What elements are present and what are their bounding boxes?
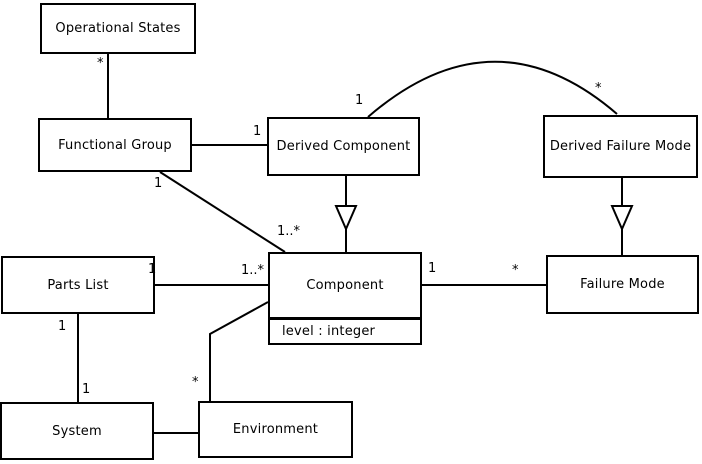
class-box-environment: Environment: [198, 401, 353, 458]
edge-derived-component-derived-failure-mode-curve: [367, 60, 618, 118]
class-name: Functional Group: [58, 137, 172, 153]
class-name: Operational States: [55, 21, 181, 36]
multiplicity-parts-list-right-end: 1: [148, 262, 157, 277]
class-attributes-compartment: level : integer: [270, 317, 420, 343]
multiplicity-component-diagonal-end: 1..*: [277, 224, 301, 239]
class-box-system: System: [0, 402, 154, 460]
class-box-derived-failure-mode: Derived Failure Mode: [543, 115, 698, 178]
multiplicity-failure-mode-left-end: *: [512, 263, 519, 278]
multiplicity-operational-states-end: *: [97, 56, 104, 71]
edge-functional-group-component: [159, 171, 286, 253]
class-attribute: level : integer: [282, 324, 376, 339]
multiplicity-component-right-end: 1: [428, 261, 437, 276]
class-box-operational-states: Operational States: [40, 3, 196, 54]
class-name: Failure Mode: [580, 277, 665, 292]
multiplicity-system-top-end: 1: [82, 382, 91, 397]
multiplicity-derived-component-left-end: 1: [253, 124, 262, 139]
class-name: Derived Component: [276, 139, 411, 154]
class-name: Derived Failure Mode: [549, 139, 692, 154]
class-box-functional-group: Functional Group: [38, 118, 192, 172]
multiplicity-parts-list-bottom-end: 1: [58, 319, 67, 334]
class-box-failure-mode: Failure Mode: [546, 255, 699, 314]
class-name: System: [52, 423, 102, 439]
generalization-triangle-icon: [610, 205, 634, 232]
class-box-derived-component: Derived Component: [267, 117, 420, 176]
class-box-component: Component level : integer: [268, 252, 422, 345]
class-name-compartment: Component: [270, 254, 420, 317]
multiplicity-environment-top-end: *: [192, 375, 199, 390]
multiplicity-functional-group-diagonal-end: 1: [154, 176, 163, 191]
class-name: Parts List: [47, 277, 109, 293]
class-box-parts-list: Parts List: [1, 256, 155, 314]
class-name: Component: [306, 278, 384, 293]
generalization-triangle-icon: [334, 205, 358, 232]
multiplicity-derived-failure-mode-curve-end: *: [595, 81, 602, 96]
class-name: Environment: [232, 422, 319, 437]
edge-environment-component: [209, 301, 269, 401]
multiplicity-component-left-end: 1..*: [241, 263, 265, 278]
multiplicity-derived-component-curve-end: 1: [355, 93, 364, 108]
